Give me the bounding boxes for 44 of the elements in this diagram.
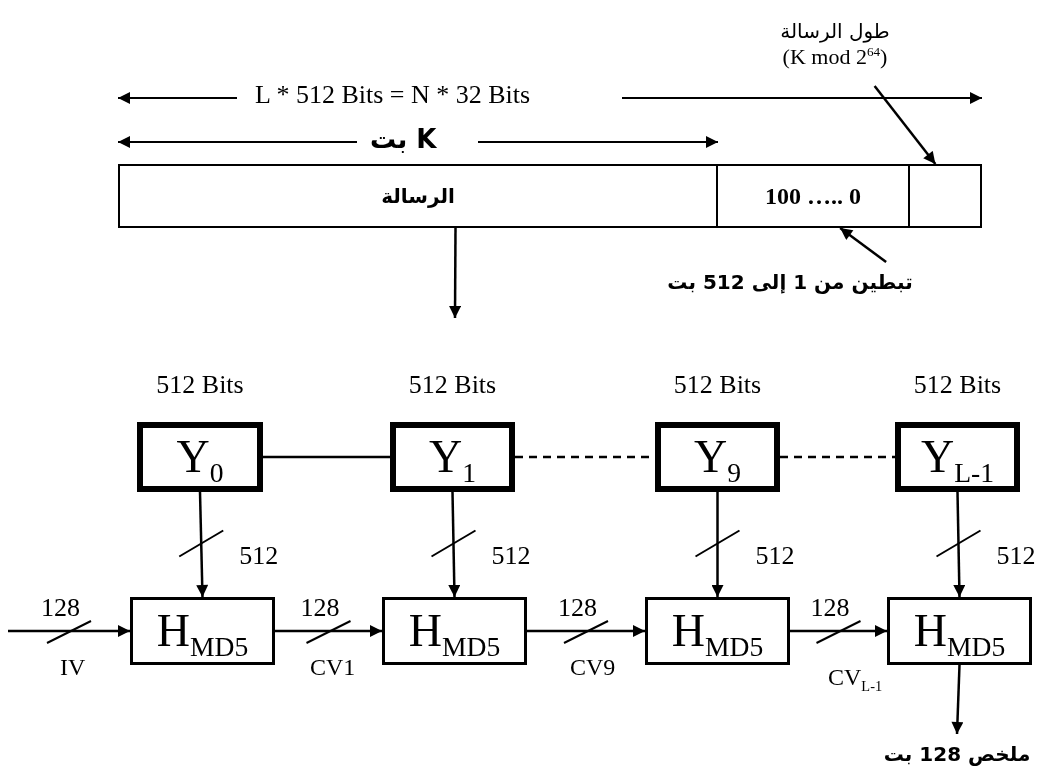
arrow	[839, 227, 887, 263]
arrow	[449, 228, 462, 318]
block-label: الرسالة	[381, 183, 455, 209]
formula-text: 100 ….. 0	[765, 181, 861, 211]
connector	[711, 492, 724, 597]
connector	[951, 664, 964, 735]
block-label: H$_{MD5}$	[913, 604, 1006, 659]
connector	[780, 455, 895, 459]
signal-label: CV9	[570, 655, 616, 679]
hash-function-box	[130, 597, 275, 665]
block-label: Y$_{1}$	[429, 430, 476, 485]
hash-function-box	[645, 597, 790, 665]
block-label: H$_{MD5}$	[156, 604, 249, 659]
caption-text: تبطين من 1 إلى 512 بت	[667, 269, 913, 295]
block-label: Y$_{0}$	[176, 430, 224, 485]
block-label: Y$_{L-1}$	[920, 430, 995, 485]
message-block	[118, 164, 718, 228]
connector	[196, 491, 209, 598]
connector	[953, 491, 966, 598]
connector	[275, 625, 382, 637]
caption-text: طول الرسالة	[780, 17, 890, 44]
connector	[527, 625, 645, 637]
length-field-box	[908, 164, 982, 228]
arrow	[873, 85, 937, 165]
hash-function-box	[382, 597, 527, 665]
signal-label: CV$_{L-1}$	[828, 665, 883, 689]
signal-label: IV	[60, 655, 86, 679]
formula-text: (K mod 2$^{64}$)	[782, 43, 888, 71]
size-label: 512 Bits	[408, 370, 497, 400]
block-label: Y$_{9}$	[694, 430, 741, 485]
dimension-label: L * 512 Bits = N * 32 Bits	[255, 82, 531, 108]
size-label: 512 Bits	[673, 370, 762, 400]
arrow	[8, 625, 130, 637]
size-label: 512 Bits	[156, 370, 244, 400]
hash-function-box	[887, 597, 1032, 665]
block-label: H$_{MD5}$	[408, 604, 501, 659]
connector	[448, 491, 461, 598]
message-block	[716, 164, 910, 228]
connector	[263, 455, 390, 459]
signal-label: CV1	[310, 655, 356, 679]
size-label: 512 Bits	[913, 370, 1002, 400]
caption-text: ملخص 128 بت	[883, 741, 1031, 767]
connector	[790, 625, 887, 637]
block-label: H$_{MD5}$	[671, 604, 764, 659]
